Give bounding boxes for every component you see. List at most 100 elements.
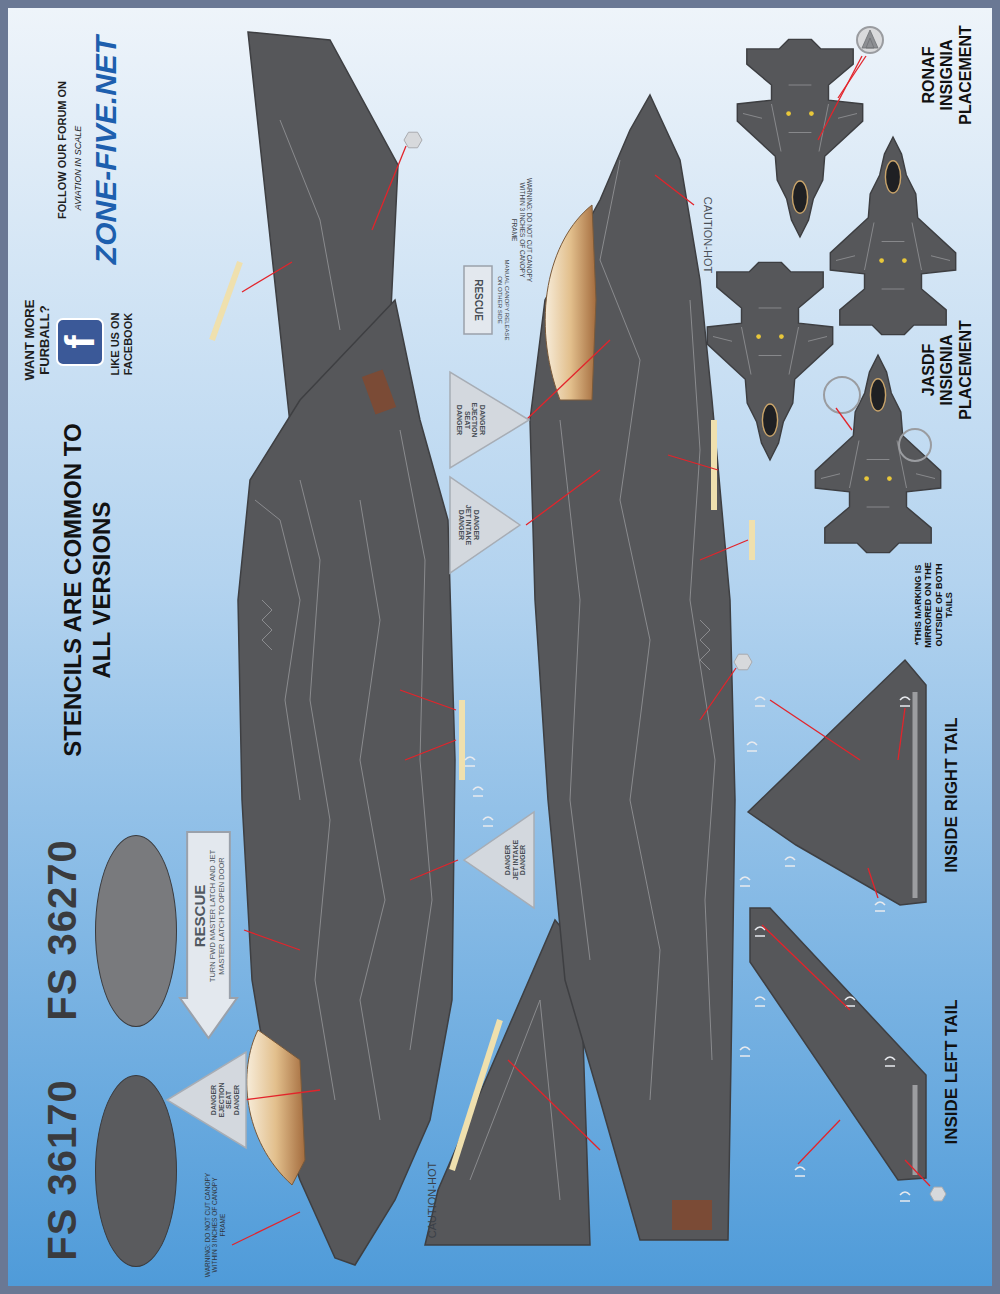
aircraft-planform [737, 39, 862, 237]
leader-line [405, 740, 456, 760]
stencil-heading: RESCUE [190, 838, 207, 994]
stripe-decal [459, 700, 465, 780]
small-decal [465, 757, 475, 766]
planform-outline [707, 262, 832, 460]
triangle-outline [450, 372, 529, 468]
panel-line [400, 430, 432, 1050]
section-heading: JASDF INSIGNIA PLACEMENT [920, 315, 975, 425]
text-block: RESCUETURN FWD MASTER LATCH AND JET MAST… [190, 838, 227, 994]
leader-line [243, 1090, 320, 1100]
hex-decal [404, 132, 422, 148]
stencil-text: CAUTION-HOT [426, 1155, 439, 1245]
text-block: DANGER JET INTAKE DANGER [504, 838, 528, 882]
tail-stripe [913, 692, 918, 898]
planform-canopy [792, 181, 807, 213]
tail-stripe [913, 1085, 918, 1175]
stencil-text: DANGER JET INTAKE DANGER [457, 503, 480, 547]
leader-line [655, 175, 694, 205]
leader-line [232, 1212, 300, 1245]
gear-marker [786, 111, 791, 116]
danger-triangle: DANGER JET INTAKE DANGER [462, 810, 536, 910]
leader-line [244, 930, 300, 950]
arrow-outline [180, 832, 237, 1038]
logo-square [57, 319, 103, 365]
small-decal [755, 997, 765, 1006]
panel-line [836, 223, 950, 290]
placement-note: *THIS MARKING IS MIRRORED ON THE OUTSIDE… [913, 555, 954, 655]
text-block: f [60, 322, 101, 362]
panel-line [600, 160, 660, 1100]
leader-line [762, 925, 850, 1010]
text-block: DANGER EJECTION SEAT DANGER [210, 1078, 242, 1122]
leader-line [526, 470, 600, 525]
color-swatch [95, 835, 177, 1027]
leader-line [798, 1120, 840, 1164]
small-decal [900, 1192, 910, 1201]
hex-decal [930, 1187, 946, 1201]
stripe-decal [749, 520, 755, 560]
stencil-text: DANGER EJECTION SEAT DANGER [210, 1078, 241, 1122]
promo-text: AVIATION IN SCALE [73, 98, 83, 238]
insignia-circle [824, 377, 860, 413]
stripe-decal [711, 420, 717, 510]
panel-line [560, 420, 590, 960]
color-code: FS 36170 [40, 1050, 84, 1290]
stencil-text: TURN FWD MASTER LATCH AND JET MASTER LAT… [209, 838, 226, 994]
text-block: DANGER EJECTION SEAT DANGER [455, 398, 487, 442]
small-decal [473, 787, 483, 796]
leader-line [242, 262, 292, 292]
panel-line [700, 620, 710, 670]
panel-line [280, 120, 340, 330]
insignia-circle [857, 27, 883, 53]
planform-canopy [885, 161, 900, 193]
planform-views [707, 39, 955, 552]
promo-text: LIKE US ON FACEBOOK [109, 294, 134, 394]
promo-text: WANT MORE FURBALL? [23, 285, 53, 395]
rescue-box: RESCUE [463, 265, 493, 335]
panel-line [690, 300, 715, 1060]
aircraft-canopy [247, 1030, 305, 1185]
text-block: RESCUE [472, 270, 484, 330]
rescue-arrow: RESCUETURN FWD MASTER LATCH AND JET MAST… [178, 830, 239, 1040]
stencil-heading: RESCUE [473, 270, 484, 330]
leader-line [868, 868, 878, 898]
triangle-outline [167, 1052, 246, 1148]
box-outline [464, 266, 492, 334]
small-decal [483, 817, 493, 826]
gear-marker [864, 476, 869, 481]
tail-fin [748, 660, 926, 905]
sheet-title: STENCILS ARE COMMON TO ALL VERSIONS [59, 420, 117, 760]
section-heading: RONAF INSIGNIA PLACEMENT [920, 20, 975, 130]
danger-triangle: DANGER EJECTION SEAT DANGER [448, 370, 531, 470]
aircraft-fuselage [238, 300, 455, 1265]
gear-marker [756, 334, 761, 339]
website-logo: ZONE-FIVE.NET [89, 25, 124, 275]
gear-marker [887, 476, 892, 481]
leader-line [410, 860, 458, 880]
gear-marker [879, 258, 884, 263]
hex-decal [734, 654, 752, 670]
panel-line [470, 1000, 560, 1200]
leader-line [526, 340, 610, 420]
small-decal [885, 1057, 895, 1066]
small-decal [900, 697, 910, 706]
leader-lines [232, 56, 930, 1245]
gear-marker [809, 111, 814, 116]
planform-outline [830, 137, 955, 335]
color-swatch [95, 1075, 177, 1267]
insignia-circle [899, 429, 931, 461]
panel-line [360, 500, 385, 1120]
facebook-logo: f [56, 318, 104, 366]
small-decal [740, 1047, 750, 1056]
panel-line [300, 480, 335, 1100]
panel-line [821, 441, 935, 508]
leader-line [770, 700, 860, 760]
small-decal [755, 927, 765, 936]
leader-line [700, 668, 736, 720]
planform-canopy [870, 379, 885, 411]
small-decals [465, 697, 910, 1201]
stripe-decals [212, 262, 752, 1170]
small-decal [845, 997, 855, 1006]
small-decal [755, 697, 765, 706]
